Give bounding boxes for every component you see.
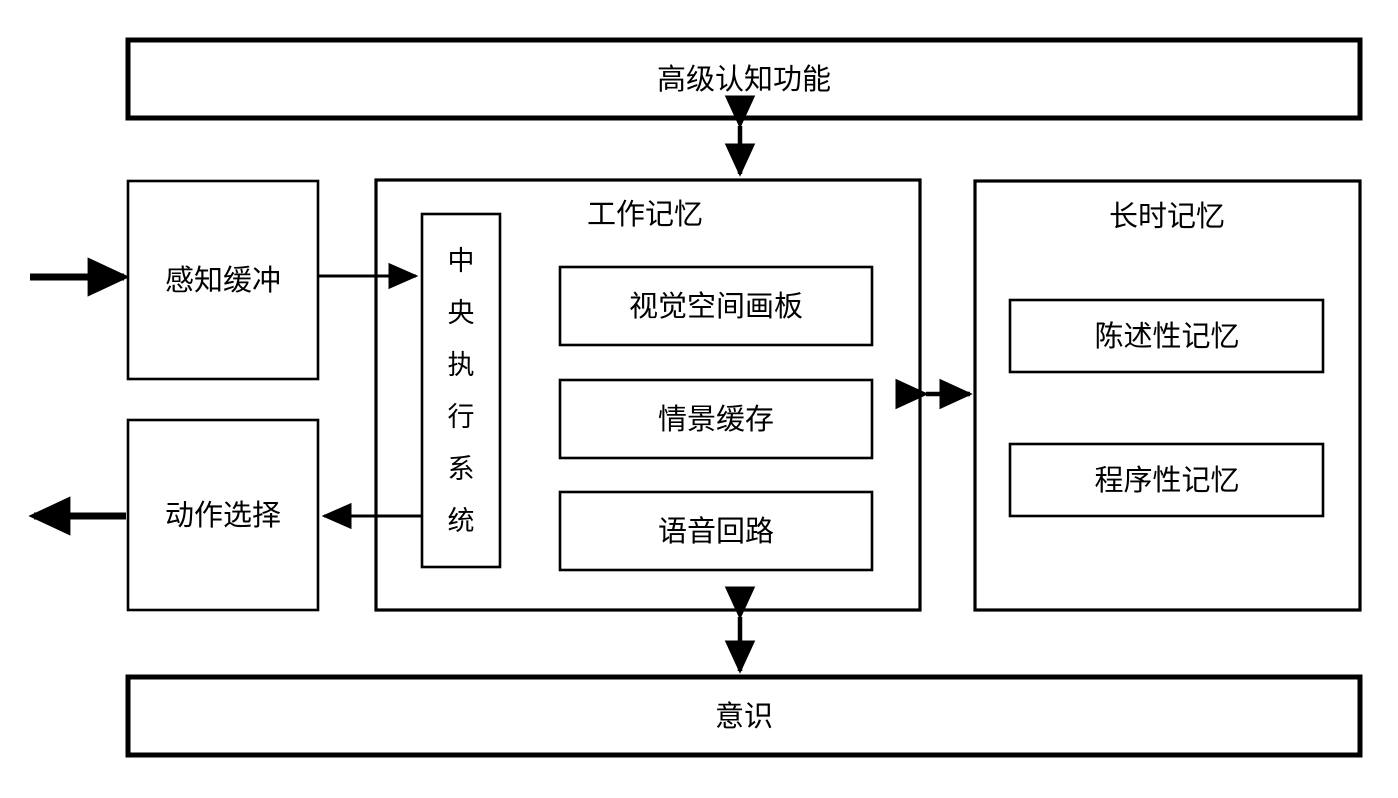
long-term-memory-component-procedural[interactable]: 程序性记忆	[1008, 442, 1325, 518]
central-executive-char-3: 行	[448, 402, 475, 433]
declarative-memory-label: 陈述性记忆	[1094, 319, 1239, 353]
central-executive-block[interactable]: 中 央 执 行 系 统	[420, 212, 502, 569]
working-memory-title: 工作记忆	[587, 197, 703, 231]
central-executive-char-2: 执	[448, 350, 475, 381]
long-term-memory-block[interactable]: 长时记忆	[973, 179, 1362, 612]
central-executive-char-4: 系	[448, 454, 475, 485]
phonological-loop-label: 语音回路	[658, 514, 774, 548]
working-memory-component-visuospatial[interactable]: 视觉空间画板	[558, 265, 874, 347]
central-executive-char-0: 中	[448, 246, 475, 277]
procedural-memory-label: 程序性记忆	[1094, 463, 1239, 497]
perception-buffer-label: 感知缓冲	[165, 263, 281, 297]
visuospatial-sketchpad-label: 视觉空间画板	[629, 289, 803, 323]
long-term-memory-title: 长时记忆	[1109, 199, 1225, 233]
consciousness-label: 意识	[715, 699, 773, 733]
perception-buffer-block[interactable]: 感知缓冲	[126, 179, 320, 381]
long-term-memory-component-declarative[interactable]: 陈述性记忆	[1008, 298, 1325, 374]
central-executive-char-5: 统	[448, 506, 475, 537]
working-memory-component-phonological-loop[interactable]: 语音回路	[558, 490, 874, 572]
action-selection-block[interactable]: 动作选择	[126, 418, 320, 612]
central-executive-char-1: 央	[448, 298, 475, 329]
higher-cognitive-functions-label: 高级认知功能	[657, 62, 831, 96]
higher-cognitive-functions-block[interactable]: 高级认知功能	[125, 37, 1363, 121]
episodic-buffer-label: 情景缓存	[658, 402, 774, 436]
consciousness-block[interactable]: 意识	[125, 674, 1363, 758]
working-memory-component-episodic-buffer[interactable]: 情景缓存	[558, 378, 874, 460]
action-selection-label: 动作选择	[165, 498, 281, 532]
